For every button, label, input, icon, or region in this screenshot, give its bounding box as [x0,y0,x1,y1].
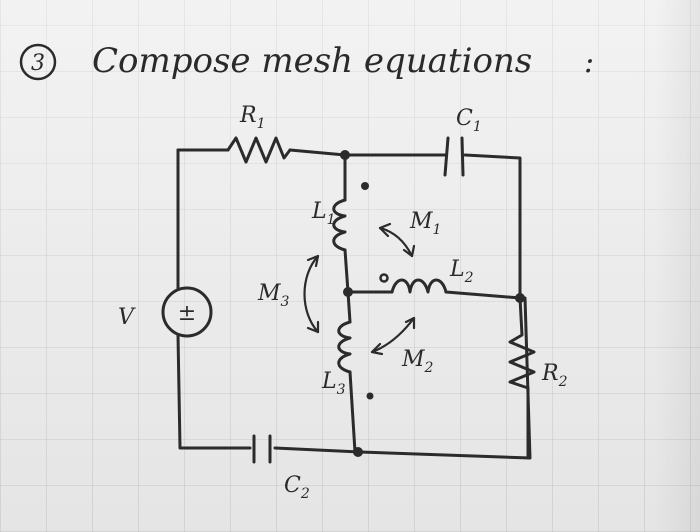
label-l1: L1 [311,199,336,228]
label-m2: M2 [401,347,434,376]
title-colon: : [584,45,594,80]
label-c1: C1 [456,106,482,135]
dot-l2 [379,273,389,283]
label-m3: M3 [257,281,290,310]
wire-left-lower [176,333,252,450]
wire-top-right [463,153,522,300]
label-v: V [118,305,136,330]
capacitor-c1 [443,136,465,177]
inductor-l1 [332,198,347,252]
dot-l1 [361,182,369,190]
problem-number: 3 [31,51,45,76]
wire-bottom [273,296,532,460]
label-r2: R2 [541,361,568,390]
wire-l2-right [444,290,522,300]
node-bottom [353,447,363,457]
wire-branch-bottom [348,370,357,454]
resistor-r2 [508,296,536,460]
mutual-arrow-m2-heads [370,316,416,356]
wire-top-middle [288,148,447,157]
label-l2: L2 [449,257,474,286]
label-r1: R1 [239,103,266,132]
label-l3: L3 [321,369,346,398]
node-top [340,150,350,160]
mutual-arrow-m1-heads [378,222,416,258]
mutual-arrow-m2 [370,316,416,354]
problem-number-badge: 3 [19,43,57,81]
wire-branch-l1-to-node [343,248,350,294]
dot-l3 [366,392,374,400]
label-m1: M1 [409,209,441,238]
problem-title: Compose mesh equations [92,41,532,81]
label-c2: C2 [284,473,310,502]
mutual-arrow-m1 [378,226,414,258]
wire-branch-node-to-l3 [346,290,352,324]
node-middle [343,287,353,297]
mutual-arrow-m3-heads [306,254,320,334]
mutual-arrow-m3 [303,254,320,334]
voltage-source [161,286,213,338]
inductor-l2 [390,278,448,294]
capacitor-c2 [252,434,272,464]
source-sign: ± [178,301,196,326]
page-edge-shadow [654,0,700,532]
inductor-l3 [337,320,352,374]
resistor-r1 [226,136,292,164]
